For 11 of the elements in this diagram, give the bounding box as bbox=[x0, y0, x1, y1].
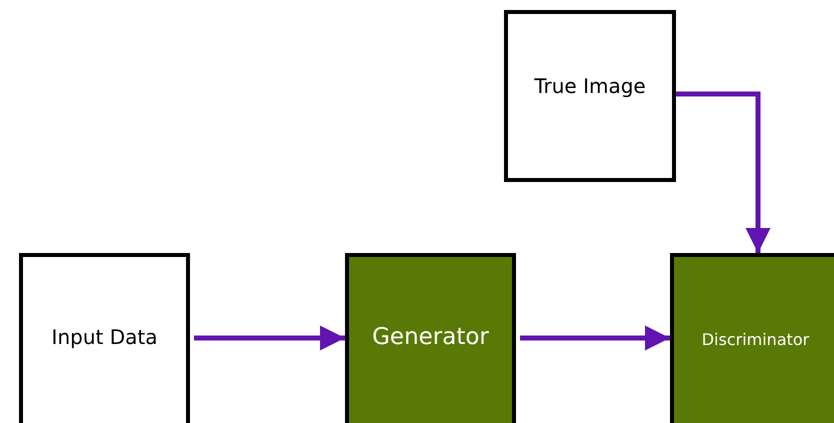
arrow bbox=[520, 326, 670, 350]
process-box bbox=[345, 253, 516, 423]
box-label: True Image bbox=[534, 74, 646, 98]
process-box bbox=[670, 253, 834, 423]
process-box bbox=[504, 10, 676, 182]
box-label: Input Data bbox=[52, 325, 158, 349]
box-label: Generator bbox=[372, 324, 489, 350]
process-box bbox=[19, 253, 190, 423]
arrow bbox=[676, 92, 770, 253]
box-label: Discriminator bbox=[702, 330, 810, 348]
arrow bbox=[194, 326, 345, 350]
